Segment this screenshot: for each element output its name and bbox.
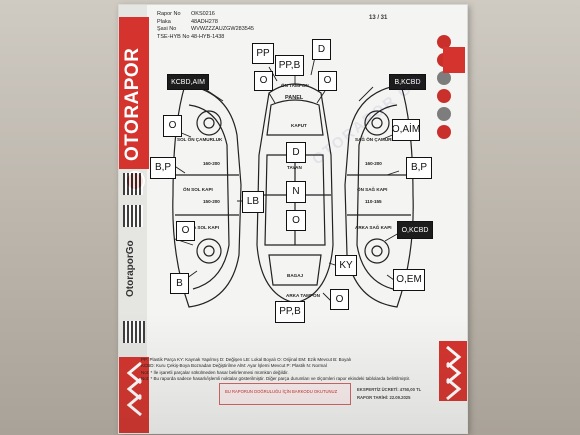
part-box: O (176, 221, 195, 241)
part-box: PP,B (275, 55, 304, 76)
part-box: O,KCBD (397, 221, 433, 239)
part-box: D (286, 142, 306, 163)
part-box: O (254, 71, 273, 91)
label-kaput: KAPUT (291, 123, 307, 128)
label-sag-on-kapi: ÖN SAĞ KAPI (357, 187, 387, 192)
label-on-tampon: ÖN TAMPON (281, 83, 309, 88)
part-box: O (330, 289, 349, 310)
part-box: D (312, 39, 331, 60)
report-date: RAPOR TARİHİ: 22.09.2025 (357, 395, 410, 400)
label-tavan: TAVAN (287, 165, 302, 170)
legend: PP: Plastik Parça KY: Kaynak Yapılmış D:… (141, 357, 431, 383)
measurement: 150-200 (203, 199, 220, 204)
part-box: B,P (406, 157, 432, 179)
part-box: KCBD,AIM (167, 74, 209, 90)
label-bagaj: BAGAJ (287, 273, 303, 278)
verification-text: BU RAPORUN DOĞRULUĞU İÇİN BARKODU OKUTUN… (225, 389, 337, 394)
part-box: PP (252, 43, 274, 64)
measurement: 110-155 (365, 199, 382, 204)
part-box: O,AİM (392, 119, 420, 141)
label-sol-on-camurluk: SOL ÖN ÇAMURLUK (177, 137, 222, 142)
part-box: O (286, 210, 306, 231)
inspection-fee: EKSPERTİZ ÜCRETİ: 4750,00 TL (357, 387, 421, 392)
label-sol-on-kapi: ÖN SOL KAPI (183, 187, 213, 192)
measurement: 160-200 (203, 161, 220, 166)
label-arka-tampon: ARKA TAMPON (286, 293, 320, 298)
part-box: O (318, 71, 337, 91)
label-sag-arka-kapi: ARKA SAĞ KAPI (355, 225, 392, 230)
verification-box (219, 383, 351, 405)
legend-line: Not: * Bu raporda sadece hasarlı/işlemli… (141, 376, 431, 382)
part-box: B,P (150, 157, 176, 179)
part-box: O,EM (393, 269, 425, 291)
part-box: PP,B (275, 301, 305, 323)
part-box: B (170, 273, 189, 294)
part-box: KY (335, 255, 357, 276)
measurement: 160-200 (365, 161, 382, 166)
label-panel: PANEL (285, 95, 303, 101)
part-box: O (163, 115, 182, 137)
part-box: LB (242, 191, 264, 213)
part-box: N (286, 181, 306, 203)
